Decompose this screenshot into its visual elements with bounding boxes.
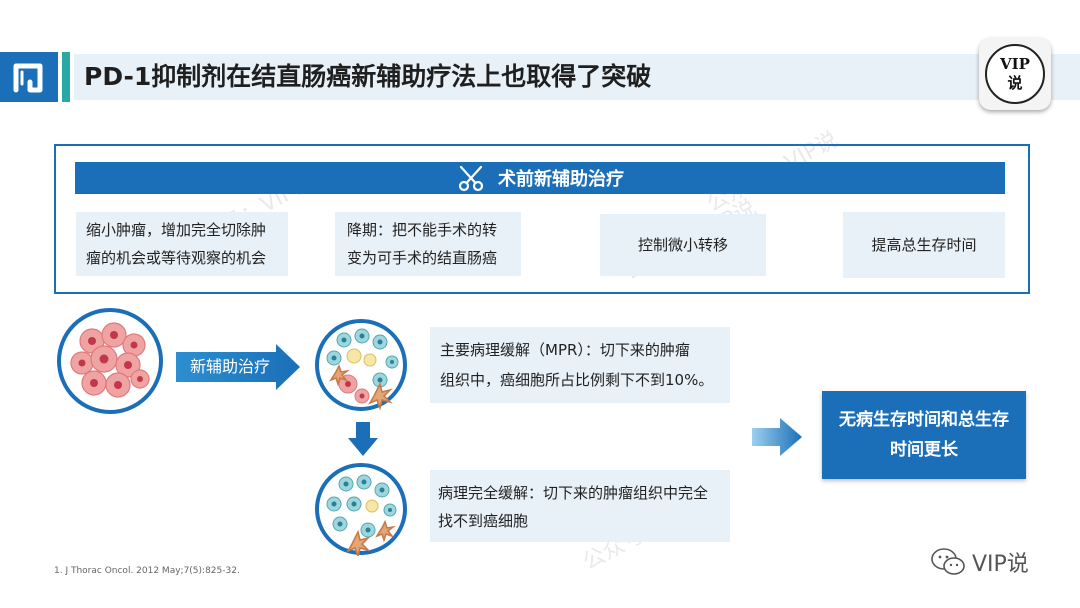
result-box: 无病生存时间和总生存 时间更长 xyxy=(822,391,1026,479)
result-line: 时间更长 xyxy=(890,440,958,460)
mpr-definition: 主要病理缓解（MPR）：切下来的肿瘤 组织中，癌细胞所占比例剩下不到10%。 xyxy=(430,327,730,403)
neoadjuvant-panel xyxy=(54,144,1030,294)
goal-card-survival: 提高总生存时间 xyxy=(843,212,1005,278)
result-arrow xyxy=(752,418,802,456)
mpr-cells-illustration xyxy=(314,318,408,412)
mpr-line: 主要病理缓解（MPR）：切下来的肿瘤 xyxy=(440,341,690,359)
reference-citation: 1. J Thorac Oncol. 2012 May;7(5):825-32. xyxy=(54,566,240,576)
panel-title-bar: 术前新辅助治疗 xyxy=(75,162,1005,194)
card-line: 瘤的机会或等待观察的机会 xyxy=(86,249,267,267)
pcr-line: 找不到癌细胞 xyxy=(438,512,529,530)
card-line: 降期：把不能手术的转 xyxy=(347,221,498,239)
tumor-cells-illustration xyxy=(56,307,164,415)
wechat-signature: VIP说 xyxy=(930,542,1029,582)
mpr-line: 组织中，癌细胞所占比例剩下不到10%。 xyxy=(440,371,714,389)
logo xyxy=(0,52,58,102)
header-bar xyxy=(74,54,1080,100)
vip-badge-circle: VIP 说 xyxy=(985,44,1045,104)
vip-badge-line1: VIP xyxy=(1000,55,1030,73)
page-title: PD-1抑制剂在结直肠癌新辅助疗法上也取得了突破 xyxy=(84,62,652,91)
scissors-icon xyxy=(458,165,484,192)
card-line: 提高总生存时间 xyxy=(871,236,977,254)
wechat-label: VIP说 xyxy=(972,552,1029,577)
card-line: 变为可手术的结直肠癌 xyxy=(347,249,498,267)
neoadjuvant-arrow-label: 新辅助治疗 xyxy=(189,357,270,376)
pcr-cells-illustration xyxy=(314,462,408,559)
colon-icon xyxy=(13,63,43,93)
neoadjuvant-arrow xyxy=(176,344,300,390)
goal-card-shrink-tumor: 缩小肿瘤，增加完全切除肿瘤的机会或等待观察的机会 xyxy=(76,212,288,276)
card-line: 控制微小转移 xyxy=(637,236,728,254)
pcr-line: 病理完全缓解：切下来的肿瘤组织中完全 xyxy=(438,484,709,502)
goal-card-downstage: 降期：把不能手术的转变为可手术的结直肠癌 xyxy=(335,212,521,276)
vip-badge-line2: 说 xyxy=(1007,74,1023,92)
result-line: 无病生存时间和总生存 xyxy=(839,410,1009,430)
header-accent xyxy=(62,52,70,102)
panel-title: 术前新辅助治疗 xyxy=(498,169,624,190)
down-arrow xyxy=(348,422,378,456)
goal-card-micrometastasis: 控制微小转移 xyxy=(600,214,766,276)
wechat-icon xyxy=(931,548,965,575)
vip-badge: VIP 说 xyxy=(979,38,1051,110)
card-line: 缩小肿瘤，增加完全切除肿 xyxy=(86,221,267,239)
pcr-definition: 病理完全缓解：切下来的肿瘤组织中完全 找不到癌细胞 xyxy=(430,470,730,542)
